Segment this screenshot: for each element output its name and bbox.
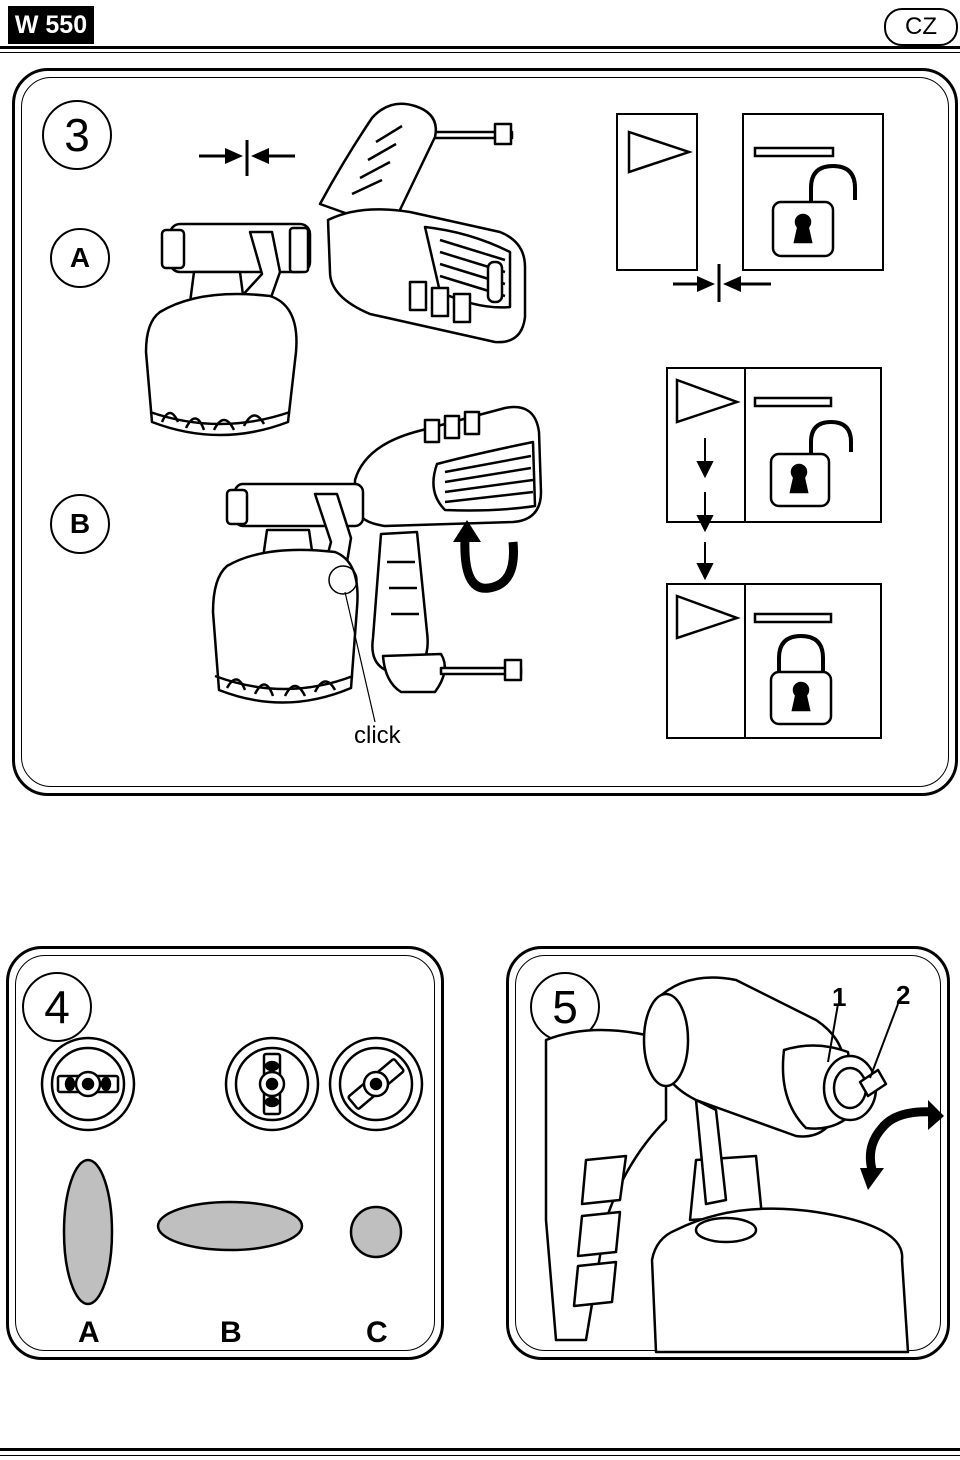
- play-triangle-icon: [675, 594, 741, 640]
- pattern-vertical: [62, 1158, 114, 1306]
- pattern-label-c: C: [366, 1316, 388, 1349]
- figure-3-number-text: 3: [64, 109, 90, 161]
- step-a-badge: A: [50, 228, 110, 288]
- lock-guide-open: [616, 113, 884, 302]
- step-a-text: A: [69, 242, 91, 273]
- footer-rule-thin: [0, 1455, 960, 1456]
- pattern-label-b: B: [220, 1316, 242, 1349]
- pattern-horizontal: [156, 1200, 304, 1252]
- language-code: CZ: [905, 13, 937, 40]
- rotate-arrow-icon: [860, 1100, 944, 1190]
- pattern-round: [349, 1205, 403, 1259]
- figure-3-number: 3: [42, 100, 112, 170]
- figure-4-panel-border: [15, 955, 435, 1351]
- spray-gun-assembled-illustration: [211, 405, 543, 723]
- spray-patterns-illustration: [62, 1158, 403, 1306]
- footer-rule-thick: [0, 1448, 960, 1451]
- figure-4-number-text: 4: [44, 981, 70, 1033]
- figure-3-panel-border: [21, 77, 949, 787]
- lock-icon: [769, 633, 833, 726]
- header-rule-thick: [0, 46, 960, 49]
- model-name: W 550: [14, 10, 88, 39]
- nozzle-positions-illustration: [40, 1036, 424, 1132]
- figure-4-number: 4: [22, 972, 92, 1042]
- header-rule-thin: [0, 52, 960, 53]
- play-triangle-icon: [675, 378, 741, 424]
- model-badge: W 550: [8, 6, 94, 44]
- nozzle-closeup-illustration: [544, 976, 944, 1354]
- pattern-label-a: A: [78, 1316, 100, 1349]
- figure-5-number-text: 5: [552, 981, 578, 1033]
- step-b-text: B: [69, 508, 91, 539]
- unlock-icon: [771, 163, 857, 258]
- arrow-down-icon: [696, 438, 714, 581]
- align-arrows-icon: [199, 140, 295, 176]
- play-triangle-icon: [627, 130, 693, 174]
- figure-5-number: 5: [530, 972, 600, 1042]
- callout-2: 2: [896, 980, 911, 1010]
- rotate-arrow-icon: [453, 520, 518, 593]
- callout-1: 1: [832, 982, 847, 1012]
- language-badge: CZ: [884, 8, 958, 46]
- click-label: click: [354, 722, 401, 749]
- lock-guide-sequence: [666, 367, 882, 739]
- step-b-badge: B: [50, 494, 110, 554]
- spray-gun-disassembled-illustration: [144, 102, 527, 437]
- unlock-icon: [769, 419, 853, 508]
